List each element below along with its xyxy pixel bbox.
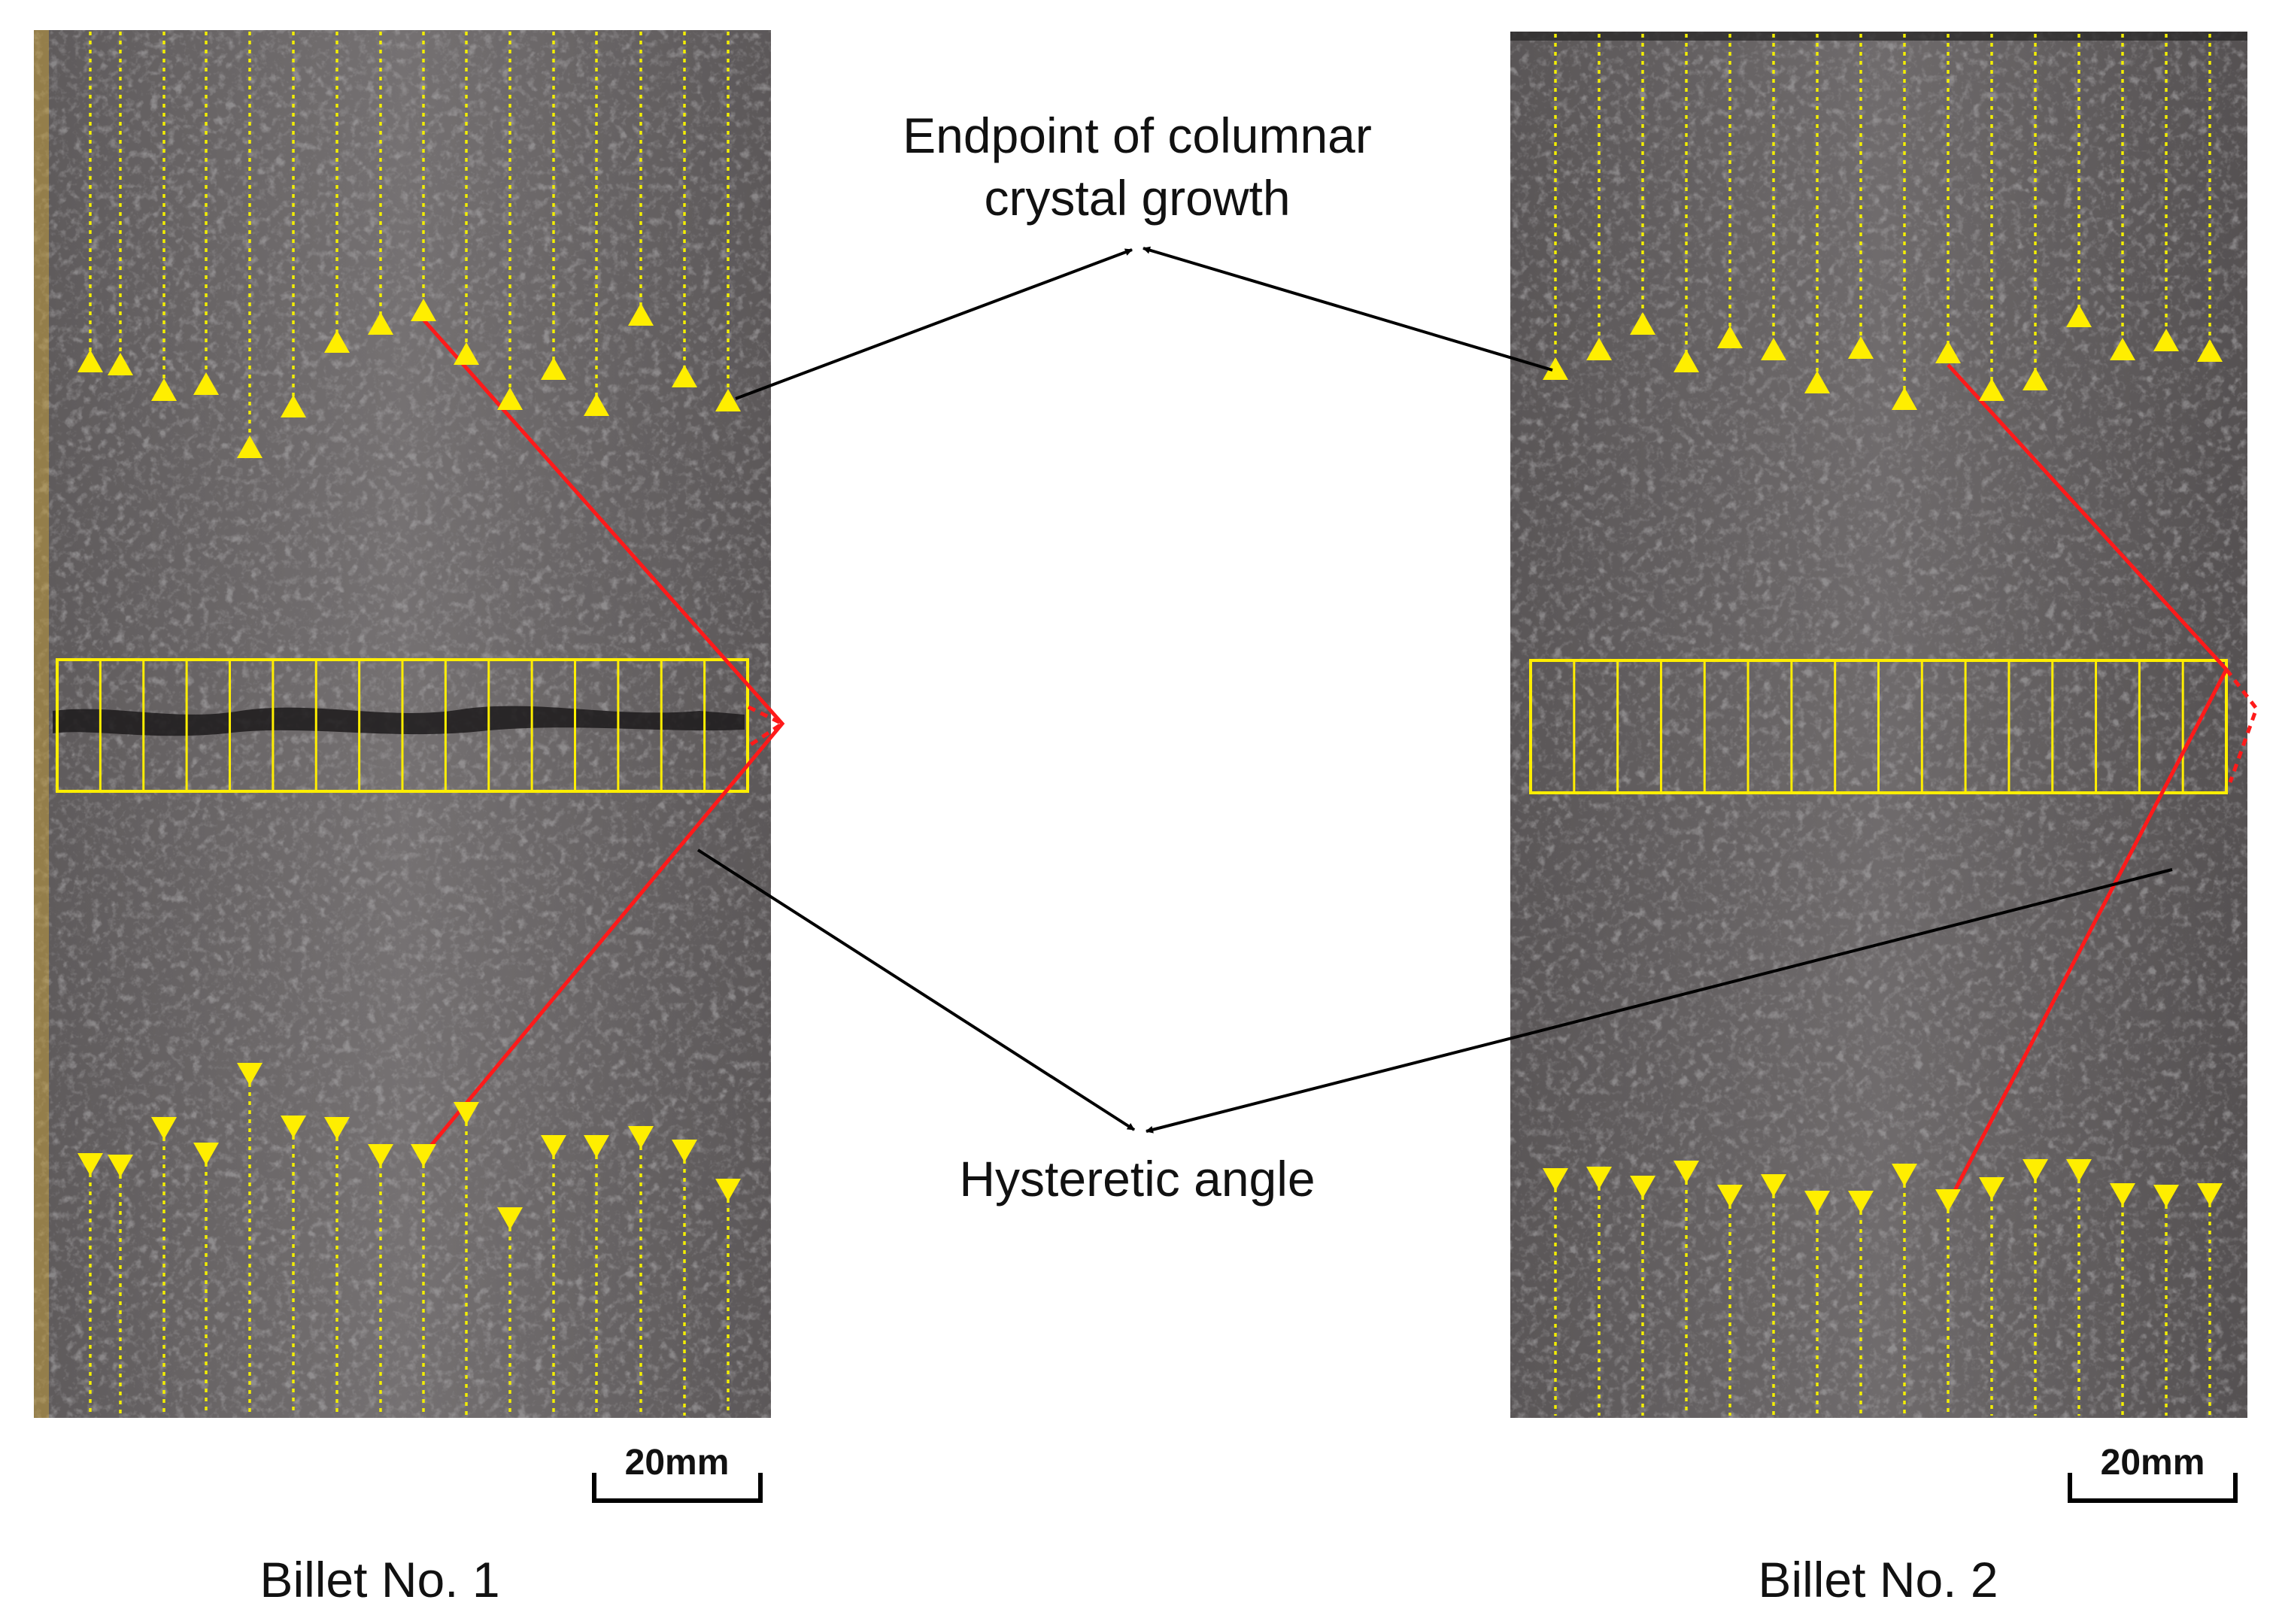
billet-2-bottom-marker-triangle-down-icon [1892,1164,1917,1186]
hysteretic-angle-label: Hysteretic angle [959,1151,1315,1207]
billet-1-bottom-marker-triangle-down-icon [672,1140,697,1162]
billet-2-top-marker-triangle-up-icon [1674,350,1699,372]
billet-1-top-marker-triangle-up-icon [368,312,393,335]
billet-2-caption: Billet No. 2 [1758,1552,1998,1607]
billet-1-top-marker-triangle-up-icon [541,357,566,380]
billet-2-top-marker-triangle-up-icon [1979,378,2004,401]
billet-2-bottom-marker-triangle-down-icon [2023,1159,2048,1182]
billet-1-bottom-marker-triangle-down-icon [541,1135,566,1158]
billet-1-top-marker-triangle-up-icon [497,387,523,410]
scale-bar-2-label: 20mm [2101,1443,2205,1483]
billet-2-bottom-marker-triangle-down-icon [1586,1167,1612,1189]
scale-bar-1-label: 20mm [625,1443,730,1483]
billet-2-top-marker-triangle-up-icon [1543,357,1568,380]
billet-1-bottom-marker-triangle-down-icon [628,1126,654,1149]
billet-2-top-marker-triangle-up-icon [1848,336,1874,359]
billet-2-bottom-marker-triangle-down-icon [1630,1176,1655,1198]
billet-2-bottom-marker-triangle-down-icon [1543,1168,1568,1191]
billet-2-top-marker-triangle-up-icon [1630,312,1655,335]
billet-2-top-marker-triangle-up-icon [2110,338,2135,360]
billet-1-bottom-marker-triangle-down-icon [454,1102,479,1125]
endpoint-label-line-1: Endpoint of columnar [903,108,1372,163]
billet-2-bottom-marker-triangle-down-icon [2066,1159,2092,1182]
hysteretic-arrow-from-billet-2 [1146,868,2173,1134]
billet-2-bottom-marker-triangle-down-icon [1761,1174,1786,1197]
billet-1-bottom-marker-triangle-down-icon [237,1063,262,1085]
billet-2-top-marker-triangle-up-icon [2023,368,2048,390]
billet-2-top-marker-triangle-up-icon [2153,329,2179,351]
billet-2-bottom-marker-triangle-down-icon [1674,1161,1699,1183]
centerline-defect [53,706,745,736]
billet-1-guide-lines [89,32,730,1416]
billet-2-top-marker-triangle-up-icon [1804,371,1830,393]
billet-2-top-marker-triangle-up-icon [1892,387,1917,410]
billet-1-bottom-marker-triangle-down-icon [715,1179,741,1201]
billet-2-bottom-marker-triangle-down-icon [1935,1189,1961,1212]
annotation-arrows [696,246,2173,1134]
billet-1-bottom-marker-triangle-down-icon [368,1144,393,1167]
endpoint-arrow-from-billet-2 [1143,246,1553,372]
billet-2-angle-vertex [2225,668,2259,783]
billet-1-top-marker-triangle-up-icon [193,372,219,395]
endpoint-arrow-from-billet-1 [735,248,1133,400]
billet-1-bottom-marker-triangle-down-icon [411,1144,436,1167]
billet-1-bottom-marker-triangle-down-icon [77,1153,103,1176]
billet-1-top-marker-triangle-up-icon [108,353,133,375]
billet-2-top-marker-triangle-up-icon [1935,341,1961,363]
billet-2-top-marker-triangle-up-icon [1761,338,1786,360]
billet-1-top-marker-triangle-up-icon [454,342,479,365]
hysteretic-angle-lines [422,318,2259,1205]
billet-2-top-marker-triangle-up-icon [2066,305,2092,327]
endpoint-markers [77,299,2223,1230]
billet-1-bottom-marker-triangle-down-icon [497,1207,523,1230]
billet-2-top-marker-triangle-up-icon [1586,338,1612,360]
billet-2-bottom-marker-triangle-down-icon [1979,1177,2004,1200]
billet-1-bottom-marker-triangle-down-icon [193,1143,219,1165]
billet-2-bottom-marker-triangle-down-icon [2197,1183,2223,1206]
hysteretic-arrow-from-billet-1 [696,848,1136,1131]
billet-1-top-marker-triangle-up-icon [584,393,609,416]
billet-1-top-marker-triangle-up-icon [281,395,306,417]
billet-2-bottom-marker-triangle-down-icon [1804,1191,1830,1213]
endpoint-label-line-2: crystal growth [984,170,1290,226]
billet-1-top-marker-triangle-up-icon [77,350,103,372]
billet-2-guide-lines [1554,34,2211,1416]
billet-2-bottom-marker-triangle-down-icon [2110,1183,2135,1206]
billet-2-bottom-marker-triangle-down-icon [1717,1185,1743,1207]
billet-1-top-marker-triangle-up-icon [324,330,350,353]
billet-1-bottom-marker-triangle-down-icon [324,1117,350,1140]
billet-1-bottom-marker-triangle-down-icon [584,1135,609,1158]
billet-1-caption: Billet No. 1 [259,1552,499,1607]
billet-1-top-marker-triangle-up-icon [715,389,741,411]
billet-1-bottom-marker-triangle-down-icon [151,1117,177,1140]
billet-1-angle-line [422,318,785,1156]
center-grids [56,658,2228,794]
billet-1-top-marker-triangle-up-icon [151,378,177,401]
billet-2-top-marker-triangle-up-icon [2197,339,2223,362]
billet-1-top-marker-triangle-up-icon [628,303,654,326]
billet-1-top-marker-triangle-up-icon [411,299,436,321]
scale-bar-1: 20mm [592,1443,763,1503]
billet-1-top-marker-triangle-up-icon [672,365,697,387]
billet-1-top-marker-triangle-up-icon [237,436,262,458]
billet-2-bottom-marker-triangle-down-icon [1848,1191,1874,1213]
billet-1-bottom-marker-triangle-down-icon [108,1155,133,1177]
billet-1-bottom-marker-triangle-down-icon [281,1116,306,1138]
scale-bar-2: 20mm [2068,1443,2238,1503]
billet-2-bottom-marker-triangle-down-icon [2153,1185,2179,1207]
billet-2-top-marker-triangle-up-icon [1717,326,1743,348]
